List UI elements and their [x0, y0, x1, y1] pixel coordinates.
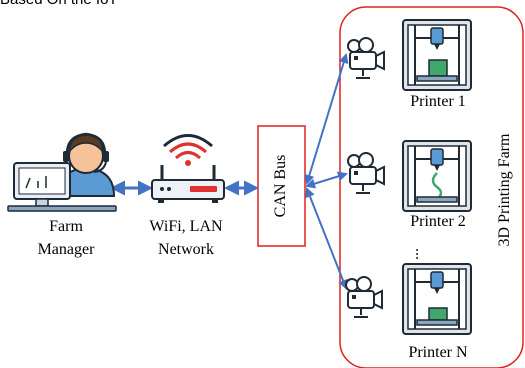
arrow-bus-printer-2 — [305, 171, 348, 189]
printer-3d-icon — [402, 263, 472, 335]
printer-2-label: Printer 2 — [410, 213, 466, 230]
farm-manager-icon — [7, 132, 117, 212]
router-label-line2: Network — [158, 241, 214, 258]
camera-icon — [347, 152, 385, 194]
can-bus-box — [257, 125, 306, 247]
camera-icon — [347, 37, 385, 79]
arrow-bus-printer-n — [305, 187, 348, 290]
header-fragment: Based On the IoT — [0, 0, 118, 8]
printer-ellipsis: ... — [405, 248, 422, 260]
printer-3d-icon — [402, 140, 472, 212]
camera-icon — [345, 276, 383, 318]
arrow-bus-printer-1 — [304, 53, 349, 185]
router-label-line1: WiFi, LAN — [149, 218, 223, 235]
printer-3d-icon — [402, 19, 472, 91]
manager-label-line2: Manager — [37, 241, 95, 258]
printer-n-label: Printer N — [408, 344, 468, 361]
can-bus-label: CAN Bus — [272, 154, 289, 218]
manager-label-line1: Farm — [49, 218, 83, 235]
wifi-router-icon — [151, 134, 225, 203]
printer-1-label: Printer 1 — [410, 93, 466, 110]
farm-label: 3D Printing Farm — [496, 133, 513, 247]
